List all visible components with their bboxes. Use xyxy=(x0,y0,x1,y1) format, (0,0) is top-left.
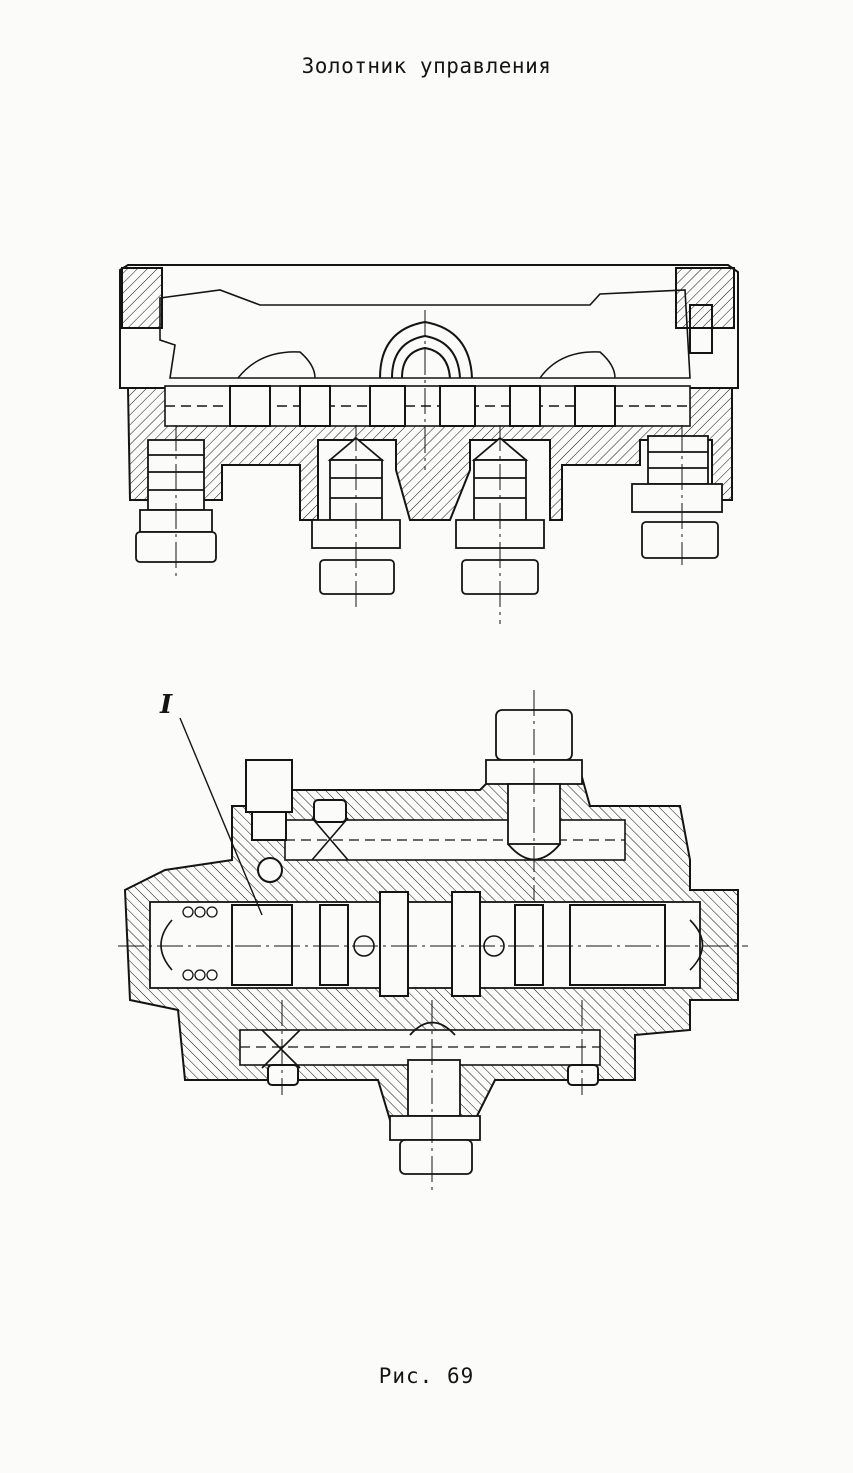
page-title: Золотник управления xyxy=(301,54,552,78)
lower-view-section xyxy=(118,690,748,1190)
upper-view-section xyxy=(119,264,739,624)
figure-caption: Рис. 69 xyxy=(378,1364,475,1388)
bottom-fitting xyxy=(389,1021,481,1175)
fitting-right xyxy=(631,435,723,559)
fitting-center-left xyxy=(311,436,401,595)
spring-icon xyxy=(182,906,218,981)
section-marker-label: I xyxy=(160,690,173,720)
